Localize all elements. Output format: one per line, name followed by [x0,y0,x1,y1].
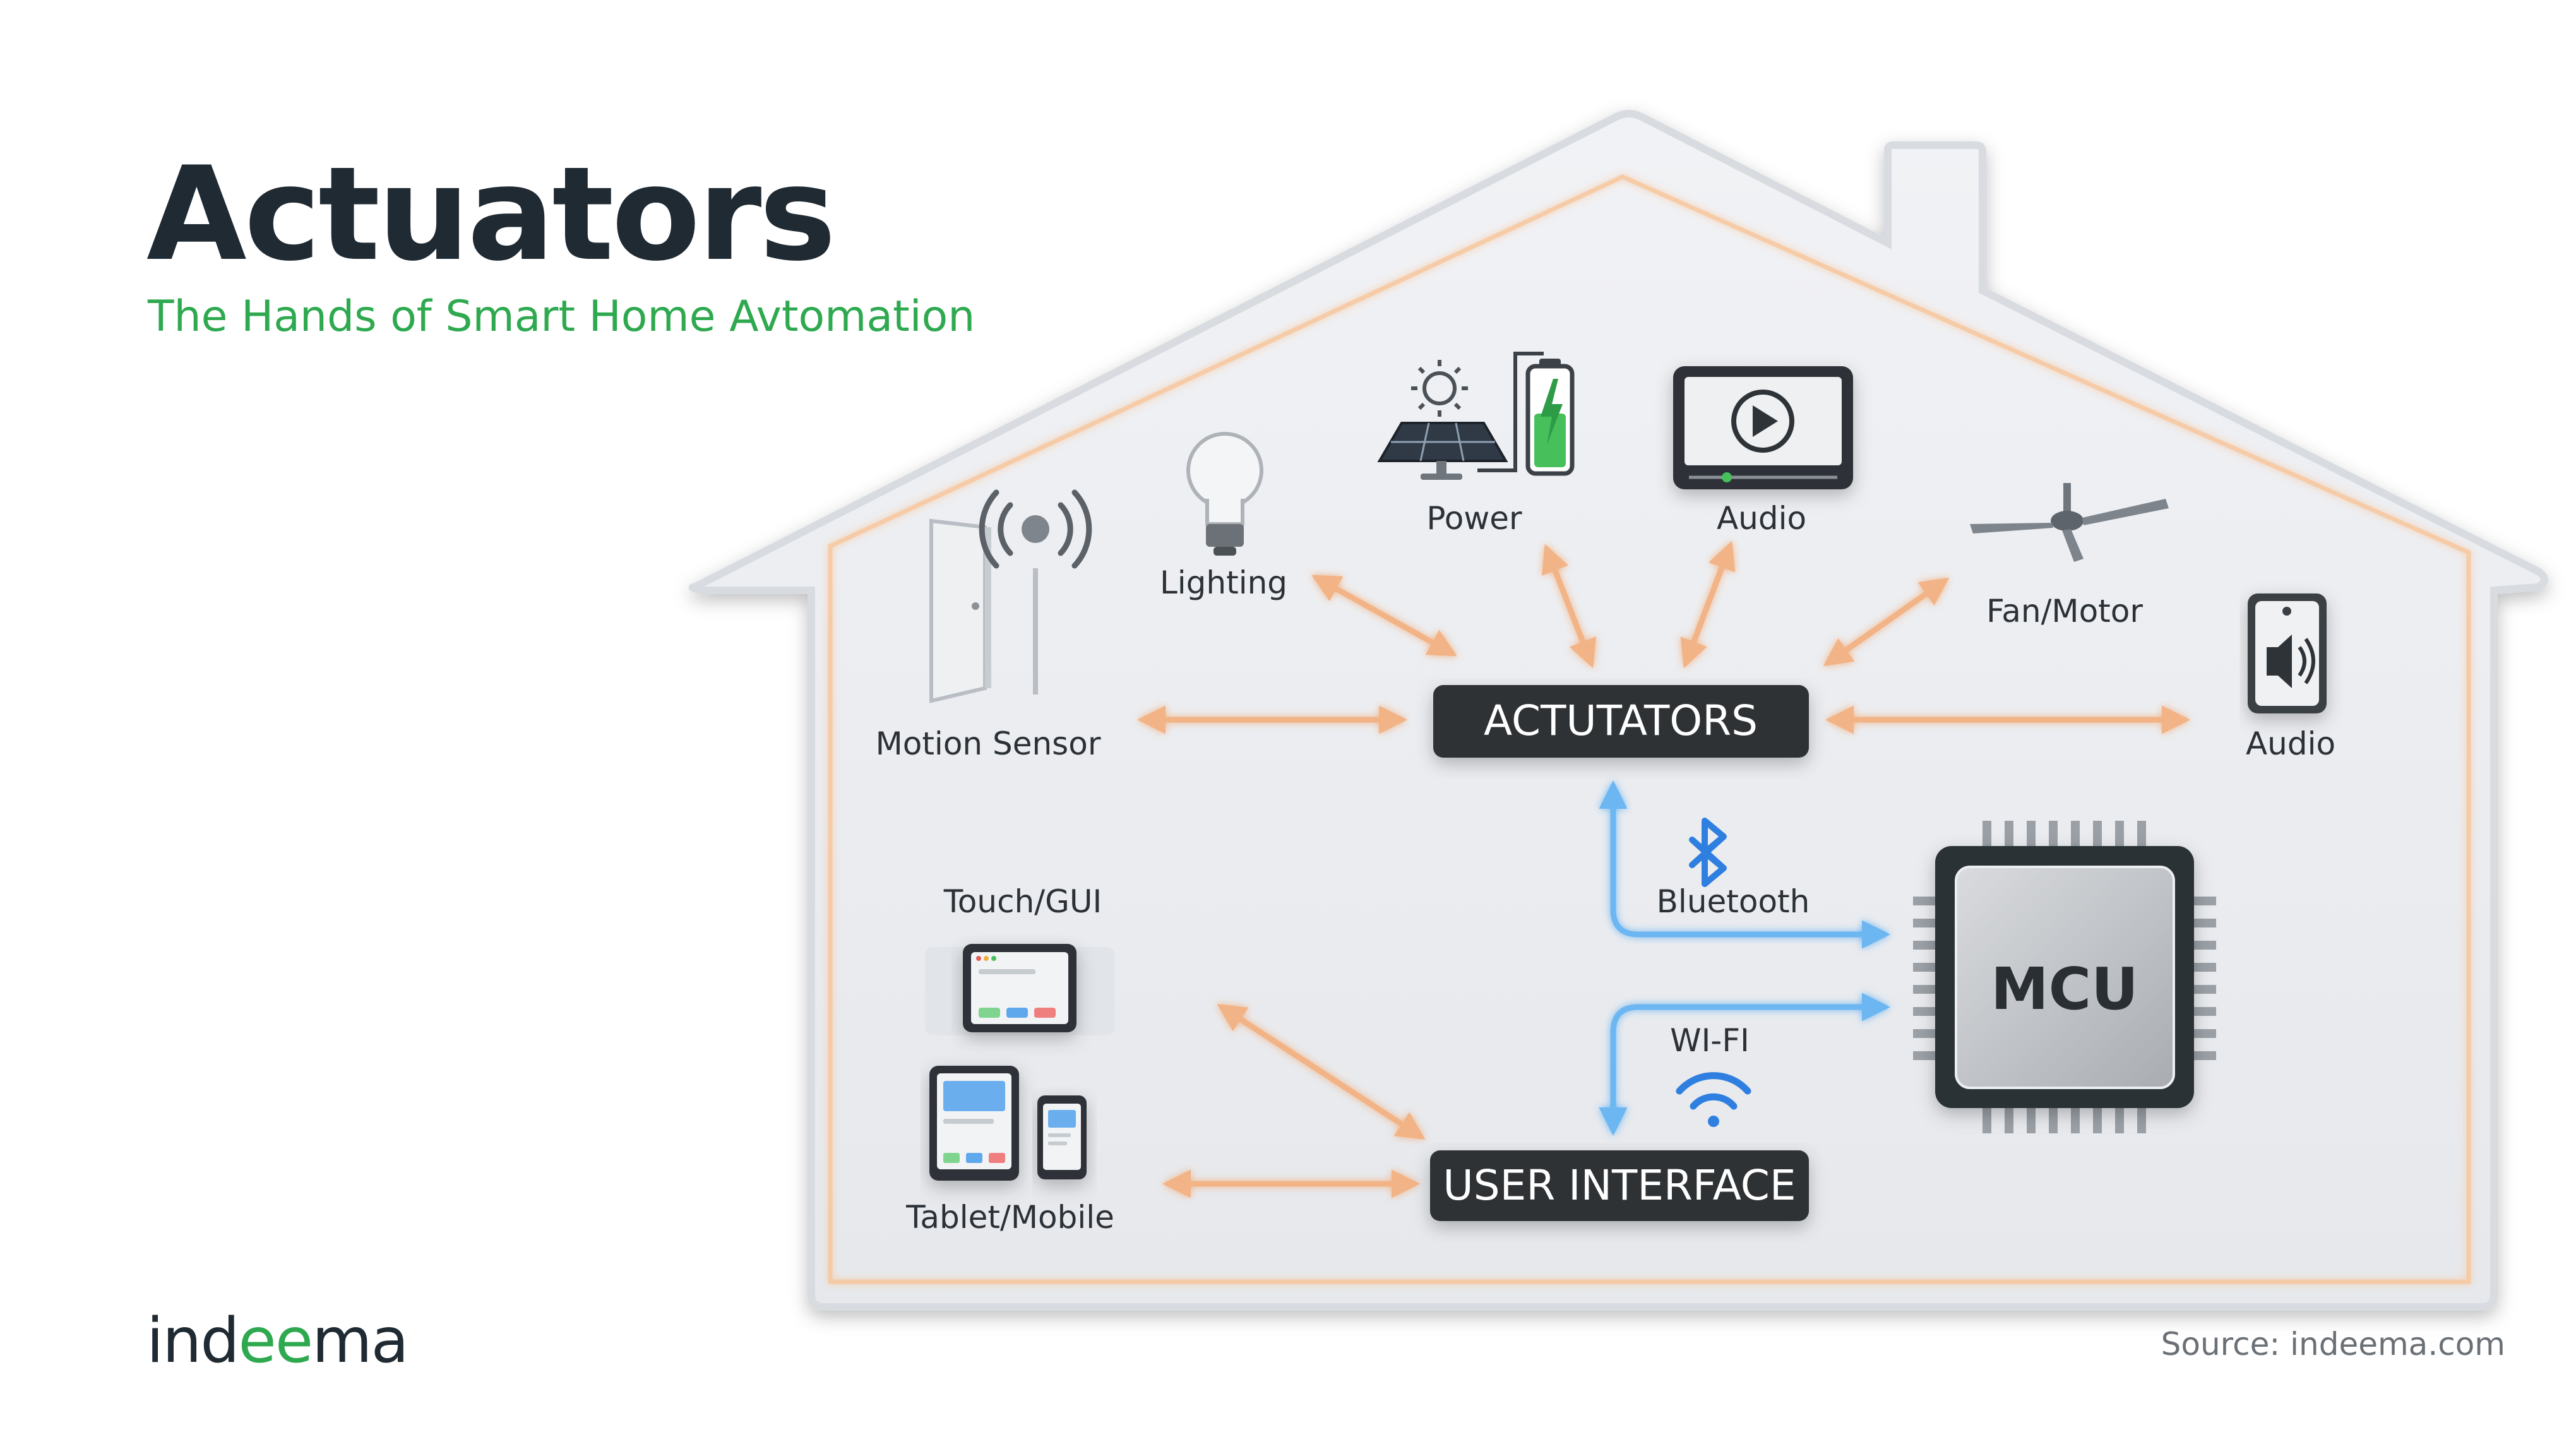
brand-logo-part-2: ee [238,1305,314,1377]
bluetooth-icon [1689,818,1727,887]
touch-gui-device: Touch/GUI [925,883,1114,1035]
user-interface-hub: USER INTERFACE [1430,1150,1809,1221]
battery-icon [1477,352,1575,476]
power-label: Power [1426,500,1522,537]
wifi-label: WI-FI [1670,1022,1750,1059]
tablet-icon [929,1066,1019,1181]
wifi-connection: WI-FI [1670,1022,1751,1127]
link-touch-gui [1217,1004,1426,1140]
mcu-label: MCU [1991,955,2138,1023]
audio-right-device: Audio [2246,593,2335,762]
chip-icon: MCU [1913,821,2216,1133]
link-lighting [1311,575,1457,657]
brand-logo-part-1: ind [146,1305,240,1377]
actuators-hub-label: ACTUTATORS [1484,696,1758,745]
fan-motor-device: Fan/Motor [1970,483,2169,629]
lighting-label: Lighting [1160,564,1287,601]
wifi-icon [1676,1072,1751,1127]
actuator-links [1137,540,2190,1198]
tablet-mobile-device: Tablet/Mobile [905,1066,1114,1236]
wireless-links [1599,780,1890,1136]
bluetooth-label: Bluetooth [1657,883,1810,920]
phone-icon [1037,1095,1087,1179]
wifi-link [1599,993,1890,1136]
light-bulb-icon [1186,432,1263,556]
tablet-mobile-label: Tablet/Mobile [905,1199,1114,1236]
bluetooth-link [1599,780,1890,949]
brand-logo: indeema [146,1310,409,1372]
play-monitor-icon [1673,366,1853,489]
motion-sensor-device: Motion Sensor [876,489,1101,762]
door-icon [929,518,1038,703]
actuators-hub: ACTUTATORS [1433,685,1809,758]
audio-right-label: Audio [2246,725,2335,762]
link-power [1542,544,1596,669]
source-credit: Source: indeema.com [2161,1326,2505,1363]
lighting-device: Lighting [1160,432,1287,601]
motion-sensor-label: Motion Sensor [876,725,1101,762]
power-device: Power [1377,352,1575,537]
bluetooth-connection: Bluetooth [1657,818,1810,920]
fan-motor-label: Fan/Motor [1986,593,2143,629]
brand-logo-part-3: ma [312,1305,409,1377]
touch-screen-icon [925,944,1114,1035]
sun-icon [1411,360,1468,417]
link-fan [1823,577,1950,667]
link-audio-top [1680,540,1736,669]
solar-panel-icon [1377,422,1508,480]
audio-top-device: Audio [1673,366,1853,537]
ceiling-fan-icon [1970,483,2169,562]
speaker-icon [2248,593,2327,713]
user-interface-hub-label: USER INTERFACE [1443,1161,1796,1210]
audio-top-label: Audio [1717,500,1806,537]
wireless-signal-icon [979,489,1092,569]
page-subtitle: The Hands of Smart Home Avtomation [148,292,975,342]
touch-gui-label: Touch/GUI [943,883,1102,920]
page-title: Actuators [146,140,836,290]
